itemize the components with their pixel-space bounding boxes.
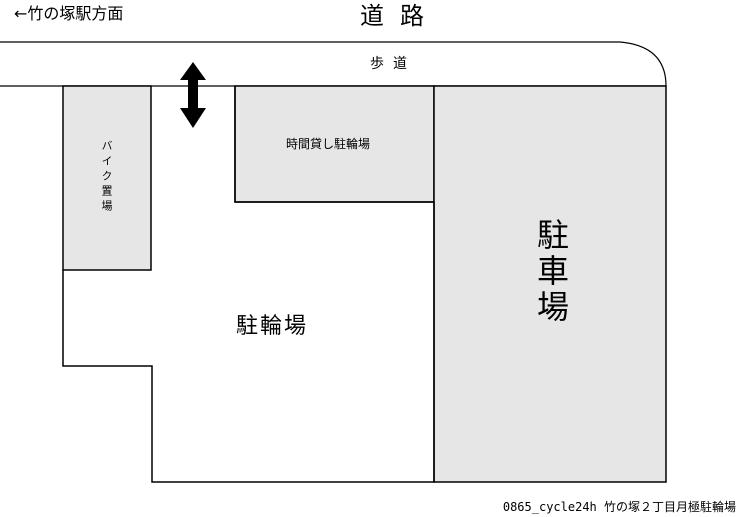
- map-caption: 0865_cycle24h 竹の塚２丁目月極駐輪場: [502, 500, 736, 514]
- car-parking-area: [433, 85, 667, 483]
- timed-bicycle-parking-label: 時間貸し駐輪場: [286, 137, 371, 151]
- car-parking-label: 駐車場: [532, 218, 570, 326]
- motorbike-parking-label: バイク置場: [100, 140, 113, 215]
- bicycle-parking-outline: [62, 86, 435, 483]
- timed-bicycle-parking-area: [234, 85, 435, 203]
- double-arrow-vertical-icon: [180, 62, 206, 128]
- bicycle-parking-label: 駐輪場: [236, 314, 309, 339]
- sidewalk-outline: [0, 41, 667, 87]
- road-label: 道路: [360, 2, 440, 30]
- sidewalk-label: 歩道: [370, 56, 416, 72]
- direction-label: ←竹の塚駅方面: [14, 4, 124, 23]
- motorbike-parking-area: [62, 85, 152, 271]
